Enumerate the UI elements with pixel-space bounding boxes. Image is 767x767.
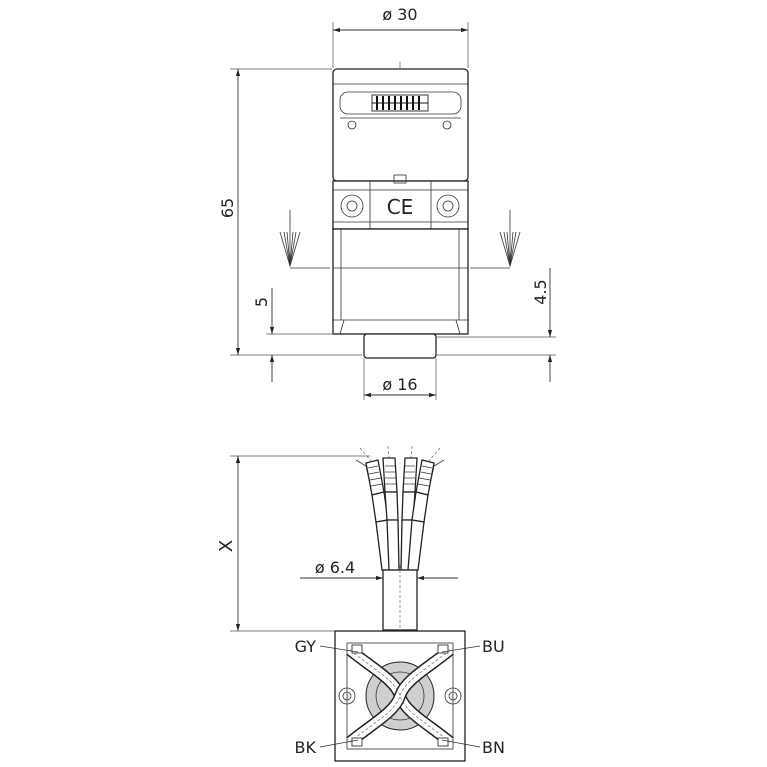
wire-label-bk: BK [295,738,317,757]
led-window [339,91,462,115]
dim-flange-offset: 4.5 [531,279,550,304]
dim-cable-length: X [216,540,237,552]
sensing-arrow-right-icon [470,210,521,269]
wire-label-bn: BN [482,738,505,757]
dim-sensing-offset: 5 [252,297,271,307]
dim-cable-diameter: ø 6.4 [315,558,355,577]
wire-label-bu: BU [482,637,505,656]
sensor-side-view: CE ø 30 65 [218,5,556,400]
sensor-housing-top [332,68,469,182]
screw-icon [442,120,452,130]
led-grille-icon [372,96,428,110]
wire-routing-x [346,644,454,747]
ce-mark: CE [387,195,414,219]
dim-height: 65 [218,198,237,218]
sensor-housing-bottom [332,228,469,335]
mounting-hole-left-icon [340,194,364,218]
dim-bottom-diameter: ø 16 [382,375,417,394]
connector-hole-right-icon [444,687,462,705]
screw-icon [347,120,357,130]
mounting-hole-right-icon [436,194,460,218]
connector-hole-left-icon [338,687,356,705]
dim-top-diameter: ø 30 [382,5,417,24]
wire-bundle [355,445,445,571]
cable-connector-view: X [216,445,505,762]
wire-label-gy: GY [295,637,317,656]
bottom-connector [363,333,437,359]
wire-end-markers [359,445,441,463]
sensing-arrow-left-icon [279,210,330,269]
